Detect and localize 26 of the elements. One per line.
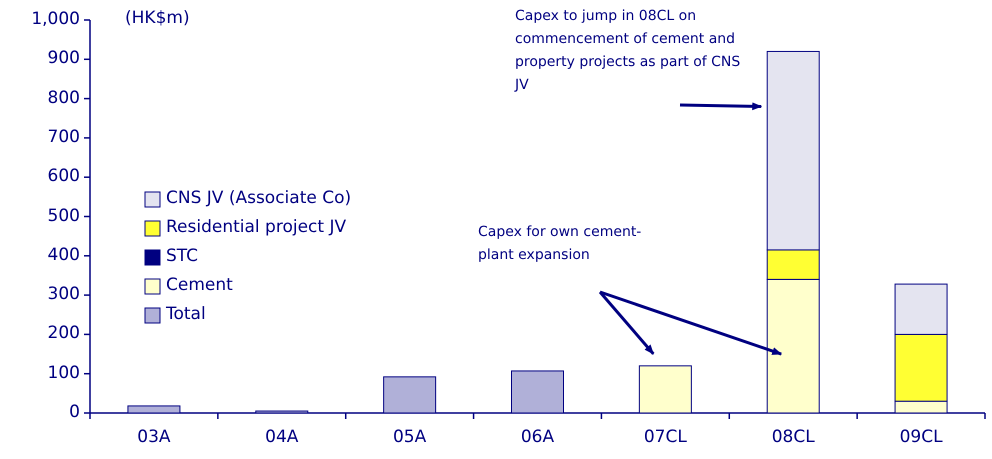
- y-tick-label: 300: [48, 284, 80, 304]
- y-tick-label: 400: [48, 244, 80, 265]
- y-tick-label: 0: [69, 402, 80, 422]
- x-tick-label: 03A: [136, 427, 172, 447]
- y-tick-label: 600: [48, 166, 80, 186]
- legend-label: CNS JV (Associate Co): [166, 188, 352, 208]
- x-tick-label: 04A: [264, 427, 300, 447]
- legend-label: Residential project JV: [166, 217, 346, 237]
- annotation-note: Capex for own cement-plant expansion: [478, 223, 642, 265]
- y-tick-label: 900: [48, 48, 80, 68]
- x-tick-label: 08CL: [770, 427, 816, 447]
- legend-label: Cement: [166, 275, 233, 295]
- x-tick-label: 05A: [392, 427, 428, 447]
- legend-label: Total: [166, 304, 206, 324]
- y-tick-label: 100: [48, 362, 80, 383]
- legend-label: STC: [166, 246, 198, 266]
- y-tick-label: 1,000: [31, 9, 80, 29]
- y-tick-label: 200: [48, 323, 80, 344]
- y-tick-label: 500: [48, 206, 80, 226]
- annotation-note: Capex to jump in 08CL on commencement of cement and property projects as part of CNS JV: [515, 7, 742, 95]
- x-tick-label: 09CL: [898, 427, 944, 447]
- x-tick-label: 06A: [520, 427, 556, 447]
- y-tick-label: 800: [48, 88, 80, 108]
- x-tick-label: 07CL: [642, 427, 688, 447]
- y-tick-label: 700: [48, 126, 80, 147]
- axis-unit-label: (HK$m): [125, 8, 190, 28]
